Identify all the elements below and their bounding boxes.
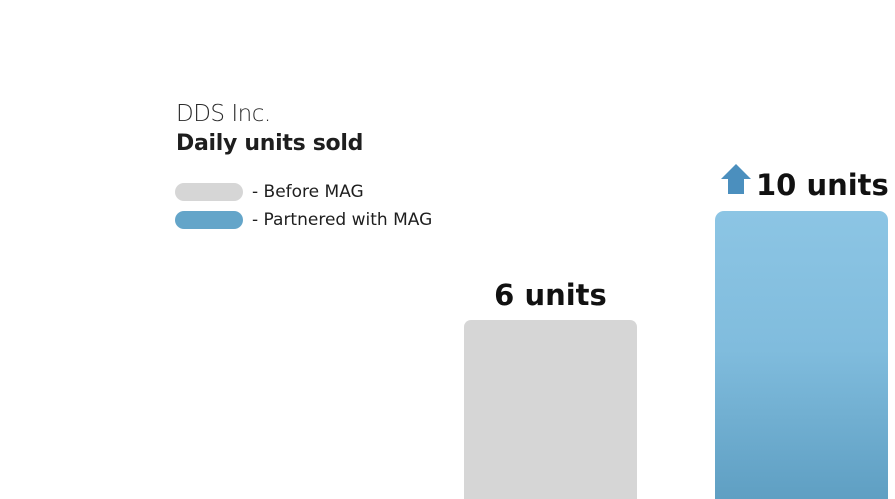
legend-label-before: - Before MAG	[252, 182, 364, 202]
legend-item-before: - Before MAG	[175, 178, 432, 206]
legend-item-partnered: - Partnered with MAG	[175, 206, 432, 234]
bar-partnered	[715, 211, 888, 499]
legend-swatch-before	[175, 183, 243, 201]
chart-title: Daily units sold	[176, 131, 364, 156]
company-name: DDS Inc.	[176, 101, 271, 127]
bar-before	[464, 320, 637, 499]
data-label-before: 6 units	[494, 278, 607, 312]
arrow-up-icon	[721, 164, 751, 194]
legend-swatch-partnered	[175, 211, 243, 229]
legend-label-partnered: - Partnered with MAG	[252, 210, 433, 230]
data-label-partnered: 10 units	[756, 168, 889, 202]
legend: - Before MAG - Partnered with MAG	[175, 178, 432, 234]
